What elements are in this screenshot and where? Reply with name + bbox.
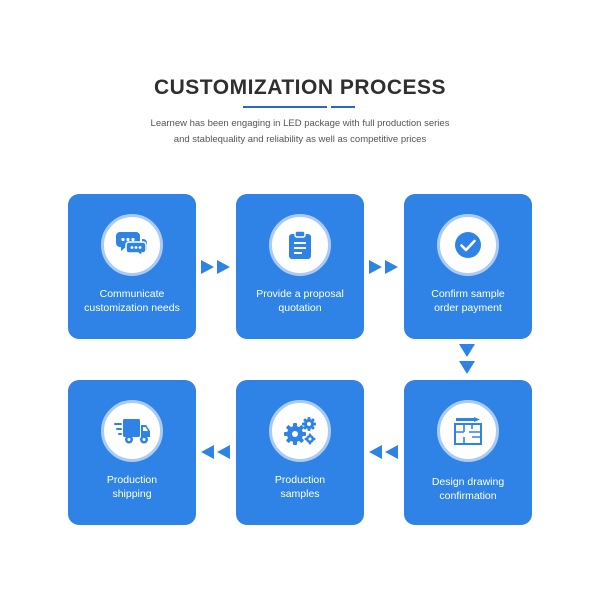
step-icon-circle [269, 214, 331, 276]
step-icon-circle [269, 400, 331, 462]
subtitle-line-1: Learnew has been engaging in LED package… [150, 118, 450, 129]
step-label: Provide a proposal quotation [256, 288, 344, 314]
step-card-design-drawing: Design drawing confirmation [404, 380, 532, 525]
arrow-right-1 [201, 260, 230, 274]
clipboard-icon [289, 230, 311, 259]
step-card-confirm-payment: Confirm sample order payment [404, 194, 532, 339]
step-label: Confirm sample order payment [431, 288, 505, 314]
arrow-left-1 [369, 445, 398, 459]
step-icon-circle [101, 400, 163, 462]
gears-icon [284, 417, 316, 445]
arrow-right-2 [369, 260, 398, 274]
step-label: Communicate customization needs [84, 288, 180, 314]
step-icon-circle [101, 214, 163, 276]
step-card-proposal: Provide a proposal quotation [236, 194, 364, 339]
step-label: Production samples [274, 474, 326, 500]
chat-bubbles-icon [116, 232, 147, 258]
page-subtitle: Learnew has been engaging in LED package… [0, 116, 600, 148]
blueprint-icon [454, 417, 482, 445]
check-circle-icon [455, 232, 481, 258]
step-label: Design drawing confirmation [431, 476, 505, 502]
step-card-production-samples: Production samples [236, 380, 364, 525]
arrow-down [459, 344, 475, 374]
title-underline [243, 106, 355, 108]
step-icon-circle [437, 214, 499, 276]
subtitle-line-2: and stablequality and reliability as wel… [173, 134, 427, 145]
step-icon-circle [437, 400, 499, 462]
step-card-communicate: Communicate customization needs [68, 194, 196, 339]
step-label: Production shipping [106, 474, 158, 500]
delivery-truck-icon [114, 419, 150, 444]
page-title: CUSTOMIZATION PROCESS [153, 76, 447, 99]
step-card-production-shipping: Production shipping [68, 380, 196, 525]
arrow-left-2 [201, 445, 230, 459]
